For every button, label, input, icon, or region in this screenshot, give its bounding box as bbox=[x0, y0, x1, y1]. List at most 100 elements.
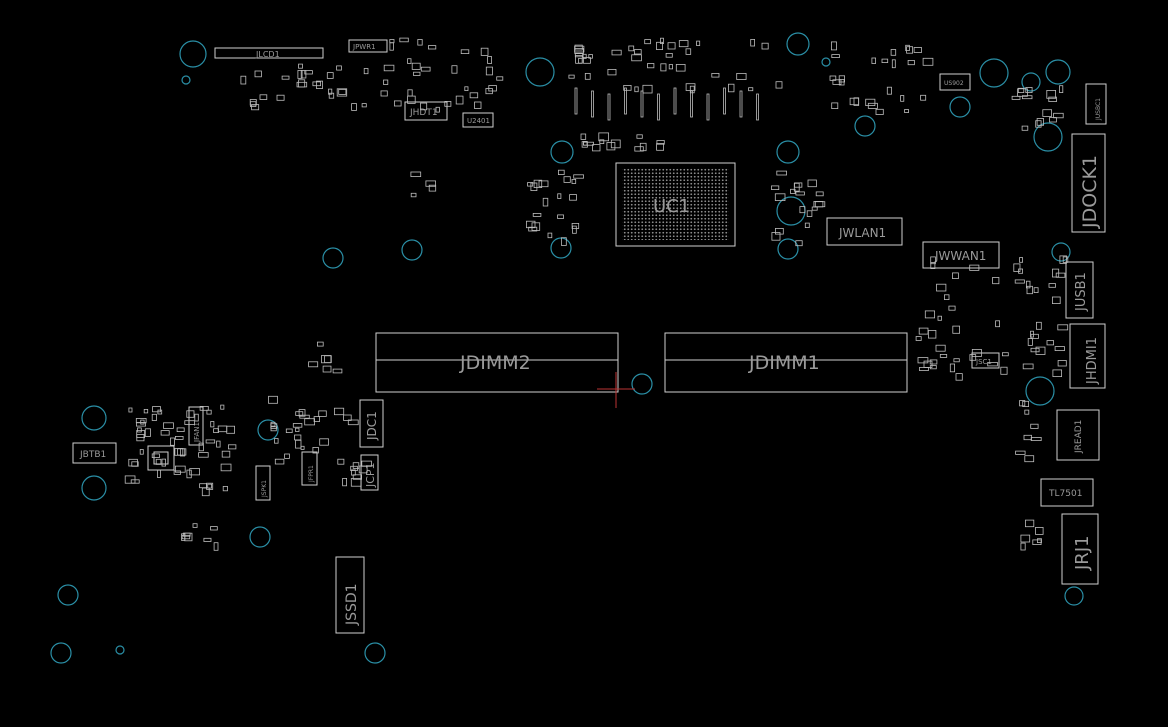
smd-pad bbox=[192, 523, 198, 528]
smd-pad bbox=[144, 428, 151, 437]
smd-pad bbox=[199, 405, 209, 411]
smd-pad bbox=[420, 102, 428, 111]
smd-pad bbox=[584, 73, 591, 80]
smd-pad bbox=[660, 63, 667, 72]
smd-pad bbox=[298, 409, 306, 417]
smd-pad bbox=[557, 193, 562, 199]
smd-pad bbox=[1057, 324, 1069, 331]
jwlan1-label: JWLAN1 bbox=[838, 226, 886, 240]
mounting-hole bbox=[181, 75, 191, 85]
smd-pad bbox=[656, 41, 663, 50]
smd-pad bbox=[1055, 272, 1066, 278]
mounting-hole bbox=[1033, 122, 1063, 152]
smd-pad bbox=[343, 414, 352, 421]
smd-pad bbox=[838, 79, 845, 86]
smd-pad bbox=[274, 438, 279, 444]
smd-pad bbox=[480, 47, 489, 56]
smd-pad bbox=[558, 169, 565, 175]
smd-pad bbox=[953, 358, 960, 363]
smd-pad bbox=[352, 462, 360, 469]
smd-pad bbox=[1027, 338, 1033, 346]
smd-pad bbox=[924, 310, 935, 319]
smd-pad bbox=[201, 487, 210, 497]
smd-pad bbox=[284, 453, 290, 459]
smd-pad bbox=[128, 407, 133, 413]
smd-pad bbox=[1048, 96, 1057, 102]
smd-pad bbox=[151, 413, 157, 421]
jfpr1-connector: JFPR1 bbox=[301, 451, 318, 486]
smd-pad bbox=[156, 469, 161, 478]
smd-pad bbox=[1022, 363, 1034, 370]
smd-pad bbox=[304, 70, 313, 75]
smd-pad bbox=[1025, 519, 1035, 528]
smd-pad bbox=[220, 463, 232, 472]
jusb1-connector: JUSB1 bbox=[1065, 261, 1094, 319]
smd-pad bbox=[176, 427, 185, 432]
smd-pad bbox=[137, 427, 142, 433]
smd-pad bbox=[155, 458, 162, 465]
smd-pad bbox=[673, 87, 677, 115]
mounting-hole bbox=[821, 57, 831, 67]
origin-marker bbox=[597, 372, 635, 408]
mounting-hole bbox=[949, 96, 971, 118]
mounting-hole bbox=[115, 645, 125, 655]
smd-pad bbox=[221, 450, 231, 458]
smd-pad bbox=[907, 60, 915, 66]
smd-pad bbox=[425, 180, 436, 187]
smd-pad bbox=[987, 361, 998, 367]
smd-pad bbox=[583, 57, 591, 64]
smd-pad bbox=[542, 197, 549, 207]
smd-pad bbox=[891, 59, 896, 69]
smd-pad bbox=[251, 104, 260, 111]
smd-pad bbox=[533, 179, 543, 188]
smd-pad bbox=[831, 102, 839, 110]
smd-pad bbox=[915, 336, 922, 341]
smd-pad bbox=[410, 192, 417, 198]
jhdt1-connector: JHDT1 bbox=[404, 101, 448, 121]
smd-pad bbox=[573, 174, 584, 179]
smd-pad bbox=[528, 226, 538, 232]
smd-pad bbox=[606, 142, 616, 151]
smd-pad bbox=[352, 474, 363, 480]
mounting-hole bbox=[322, 247, 344, 269]
smd-pad bbox=[254, 70, 262, 78]
smd-pad bbox=[124, 475, 136, 484]
mounting-hole bbox=[401, 239, 423, 261]
smd-pad bbox=[736, 73, 747, 80]
smd-pad bbox=[867, 102, 878, 109]
mounting-holes bbox=[50, 32, 1084, 664]
smd-pad bbox=[775, 81, 783, 89]
smd-pad bbox=[628, 45, 635, 52]
smd-pad bbox=[739, 90, 743, 118]
smd-pad bbox=[1017, 87, 1025, 94]
smd-pad bbox=[922, 57, 934, 66]
smd-pad bbox=[1002, 352, 1009, 357]
smd-pad bbox=[474, 101, 482, 109]
smd-pad bbox=[351, 469, 356, 476]
smd-pad bbox=[205, 439, 216, 444]
smd-pad bbox=[380, 90, 388, 97]
smd-pad bbox=[210, 526, 218, 531]
smd-pad bbox=[259, 94, 268, 100]
smd-pad bbox=[904, 109, 909, 113]
smd-pad bbox=[1030, 436, 1042, 441]
smd-pad bbox=[1046, 340, 1054, 346]
jread1-label: JREAD1 bbox=[1074, 420, 1084, 454]
jwwan1-label: JWWAN1 bbox=[934, 249, 986, 263]
smd-pad bbox=[1021, 125, 1029, 131]
smd-pad bbox=[160, 430, 170, 436]
smd-pad bbox=[1048, 283, 1056, 288]
smd-pad bbox=[936, 283, 947, 292]
smd-pad bbox=[656, 140, 665, 145]
smd-pad bbox=[143, 408, 149, 414]
smd-pad bbox=[1019, 400, 1026, 407]
jusbc1-label: JUSBC1 bbox=[1095, 98, 1102, 121]
smd-pad bbox=[685, 48, 692, 55]
mounting-hole bbox=[50, 642, 72, 664]
smd-pad bbox=[969, 354, 977, 361]
smd-pad bbox=[592, 144, 601, 152]
smd-pad bbox=[411, 62, 421, 70]
smd-pad bbox=[756, 93, 759, 121]
smd-pad bbox=[1035, 527, 1044, 535]
smd-pad bbox=[455, 95, 464, 105]
